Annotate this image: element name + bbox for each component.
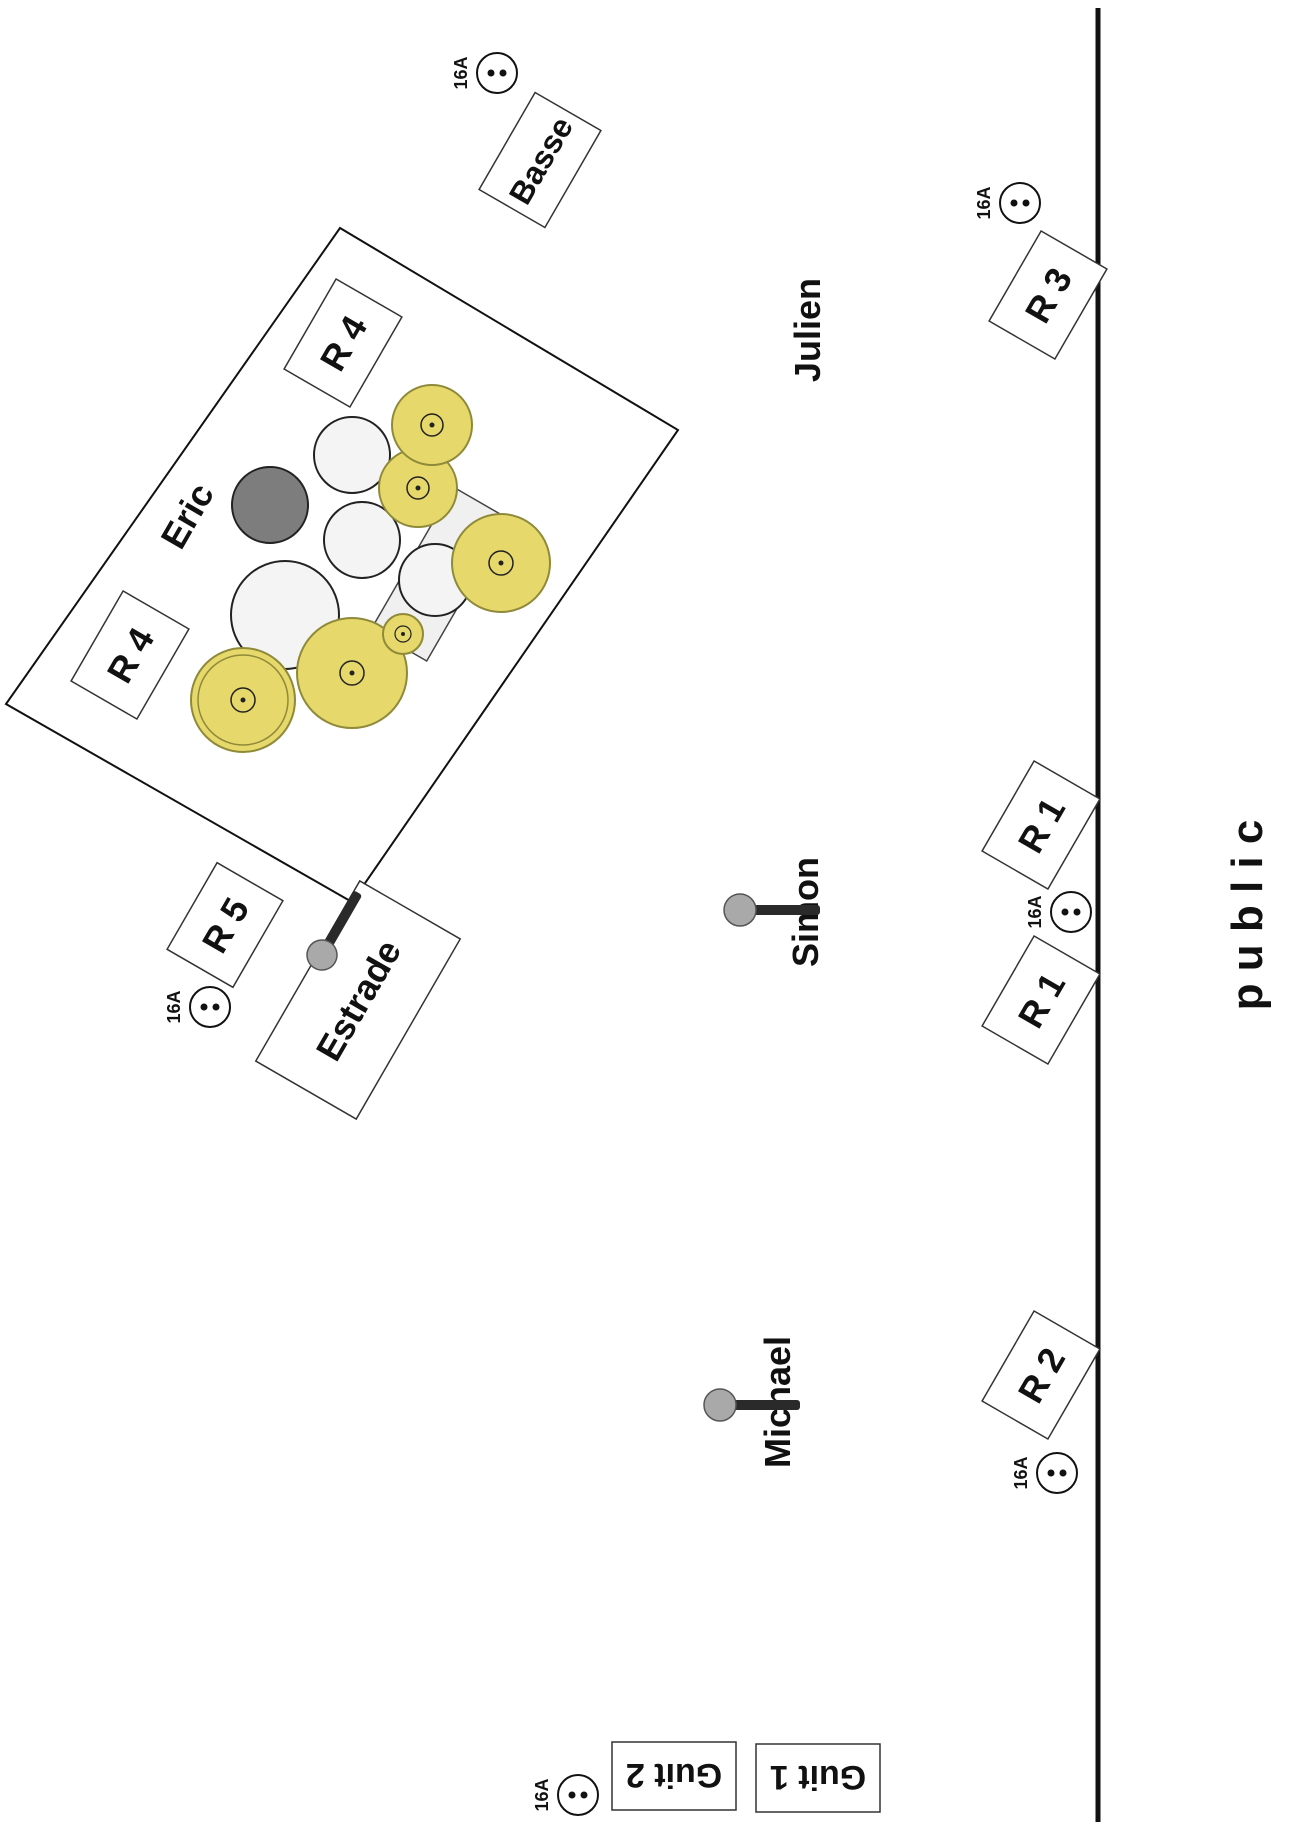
monitor-r5: R 5: [166, 861, 284, 989]
microphone-icon: [723, 893, 820, 927]
socket-label: 16A: [974, 186, 994, 219]
drum-riser: Eric R 4 R 4: [4, 226, 680, 904]
monitor-r1-right: R 1: [981, 759, 1101, 891]
amp-guit2-box: [611, 1741, 737, 1811]
amp-guit2: Guit 2: [611, 1741, 737, 1811]
power-socket-icon: 16A: [164, 986, 231, 1028]
amp-guit1-box: [755, 1743, 881, 1813]
monitor-r2-box: [981, 1309, 1101, 1441]
audience-label: p u b l i c: [1223, 820, 1272, 1011]
floor-tom: [231, 466, 309, 544]
amp-guit2-label: Guit 2: [626, 1756, 722, 1794]
power-socket-icon: 16A: [974, 182, 1041, 224]
amp-guit1-label: Guit 1: [770, 1758, 866, 1796]
socket-label: 16A: [1025, 895, 1045, 928]
power-socket-icon: 16A: [532, 1774, 599, 1816]
socket-label: 16A: [164, 990, 184, 1023]
power-socket-icon: 16A: [1011, 1452, 1078, 1494]
monitor-r1-right-box: [981, 759, 1101, 891]
monitor-r4-right-box: [283, 277, 403, 409]
monitor-r2: R 2: [981, 1309, 1101, 1441]
monitor-r1-left: R 1: [981, 934, 1101, 1066]
power-socket-icon: 16A: [1025, 891, 1092, 933]
monitor-r4-right: R 4: [283, 277, 403, 409]
monitor-r3: R 3: [988, 229, 1108, 361]
power-socket-icon: 16A: [451, 52, 518, 94]
microphone-icon: [306, 891, 362, 971]
drum-kit: [190, 384, 551, 753]
amp-guit1: Guit 1: [755, 1743, 881, 1813]
tom-drum: [323, 501, 401, 579]
estrade-box: [254, 879, 462, 1121]
socket-label: 16A: [1011, 1456, 1031, 1489]
julien-label: Julien: [787, 278, 828, 382]
monitor-r3-box: [988, 229, 1108, 361]
monitor-r1-left-box: [981, 934, 1101, 1066]
socket-label: 16A: [532, 1778, 552, 1811]
microphone-icon: [703, 1388, 800, 1422]
socket-label: 16A: [451, 56, 471, 89]
monitor-r4-left-box: [70, 589, 190, 721]
monitor-r4-left: R 4: [70, 589, 190, 721]
tom-drum: [313, 416, 391, 494]
estrade-riser: Estrade: [254, 879, 462, 1121]
monitor-r5-box: [166, 861, 284, 989]
amp-basse-box: [478, 91, 602, 229]
amp-basse: Basse: [478, 91, 602, 229]
